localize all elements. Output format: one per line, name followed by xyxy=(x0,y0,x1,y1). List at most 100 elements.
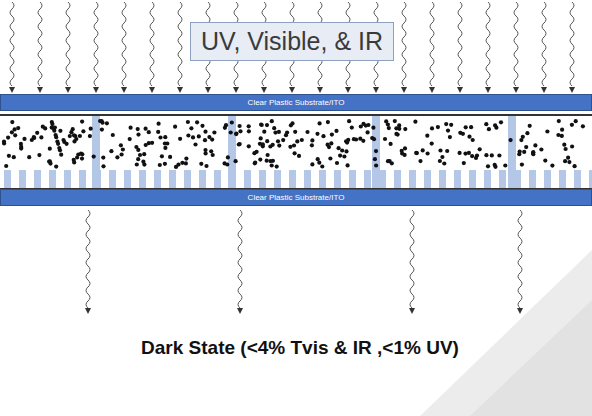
particle xyxy=(426,151,430,155)
particle xyxy=(397,123,401,127)
particle xyxy=(300,138,304,142)
arrowhead xyxy=(373,87,379,93)
particle xyxy=(467,135,471,139)
node-text: UV, Visible, & IR xyxy=(201,27,383,55)
particle xyxy=(361,139,365,143)
spacer-tooth xyxy=(4,170,11,189)
arrowhead xyxy=(177,87,183,93)
arrowhead xyxy=(233,87,239,93)
spacer-tooth xyxy=(94,170,101,189)
particle xyxy=(533,143,537,147)
particle xyxy=(462,161,466,165)
particle xyxy=(144,127,148,131)
spacer-tooth xyxy=(334,170,341,189)
particle xyxy=(79,152,83,156)
arrowhead xyxy=(205,87,211,93)
spacer-tooth xyxy=(559,170,566,189)
particle xyxy=(438,159,442,163)
particle xyxy=(531,152,535,156)
particle xyxy=(293,151,297,155)
spacer-wall xyxy=(372,116,380,189)
spacer-tooth xyxy=(229,170,236,189)
particle xyxy=(163,141,167,145)
particle xyxy=(573,164,577,168)
spacer-tooth xyxy=(79,170,86,189)
particle xyxy=(72,133,76,137)
particle xyxy=(366,130,370,134)
substrate-band: Clear Plastic Substrate/ITO xyxy=(0,94,592,111)
particle xyxy=(342,154,346,158)
light-ray xyxy=(178,2,182,86)
particle xyxy=(396,133,400,137)
particle xyxy=(524,145,528,149)
arrowhead xyxy=(317,87,323,93)
particle xyxy=(259,136,263,140)
particle xyxy=(4,164,8,168)
particle xyxy=(197,134,201,138)
background-shade xyxy=(470,300,592,416)
spacer-tooth xyxy=(304,170,311,189)
particle xyxy=(12,155,16,159)
particle xyxy=(136,133,140,137)
particle xyxy=(203,138,207,142)
spacer-tooth xyxy=(109,170,116,189)
particle xyxy=(265,123,269,127)
particle xyxy=(352,137,356,141)
spacer-wall xyxy=(228,116,236,189)
particle xyxy=(37,153,41,157)
caption: Dark State (<4% Tvis & IR ,<1% UV) xyxy=(141,337,459,359)
arrowhead xyxy=(85,308,91,314)
particle xyxy=(373,157,377,161)
particle xyxy=(390,161,394,165)
particle xyxy=(22,137,26,141)
particle xyxy=(413,120,417,124)
spacer-tooth xyxy=(499,170,506,189)
particle xyxy=(486,164,490,168)
particle xyxy=(135,162,139,166)
particle xyxy=(271,159,275,163)
particle xyxy=(295,139,299,143)
particle xyxy=(19,145,23,149)
particle xyxy=(80,157,84,161)
light-label-box: UV, Visible, & IR xyxy=(190,22,394,61)
particle xyxy=(39,135,43,139)
particle xyxy=(253,161,257,165)
particle xyxy=(160,154,164,158)
spacer-tooth xyxy=(439,170,446,189)
particle xyxy=(550,164,554,168)
spacer-comb xyxy=(4,116,592,189)
particle xyxy=(59,153,63,157)
particle xyxy=(440,155,444,159)
particle xyxy=(490,153,494,157)
particle xyxy=(136,127,140,131)
particle xyxy=(163,162,167,166)
spacer-tooth xyxy=(349,170,356,189)
particle xyxy=(158,163,162,167)
particle xyxy=(374,163,378,167)
particle xyxy=(238,129,242,133)
light-ray xyxy=(122,2,126,86)
particle xyxy=(310,138,314,142)
particle xyxy=(191,135,195,139)
spacer-tooth xyxy=(169,170,176,189)
particle xyxy=(347,119,351,123)
particle xyxy=(305,130,309,134)
light-ray xyxy=(150,2,154,86)
particle xyxy=(471,138,475,142)
particle xyxy=(518,150,522,154)
particle xyxy=(340,148,344,152)
particle xyxy=(173,125,177,129)
particle xyxy=(539,147,543,151)
particle xyxy=(346,163,350,167)
particle xyxy=(168,155,172,159)
particle xyxy=(156,130,160,134)
particle xyxy=(230,120,234,124)
particle xyxy=(415,151,419,155)
light-ray xyxy=(10,2,14,86)
particle xyxy=(372,137,376,141)
light-ray xyxy=(410,210,414,308)
particle xyxy=(147,130,151,134)
particle xyxy=(142,163,146,167)
arrowhead xyxy=(517,308,523,314)
particle xyxy=(317,161,321,165)
